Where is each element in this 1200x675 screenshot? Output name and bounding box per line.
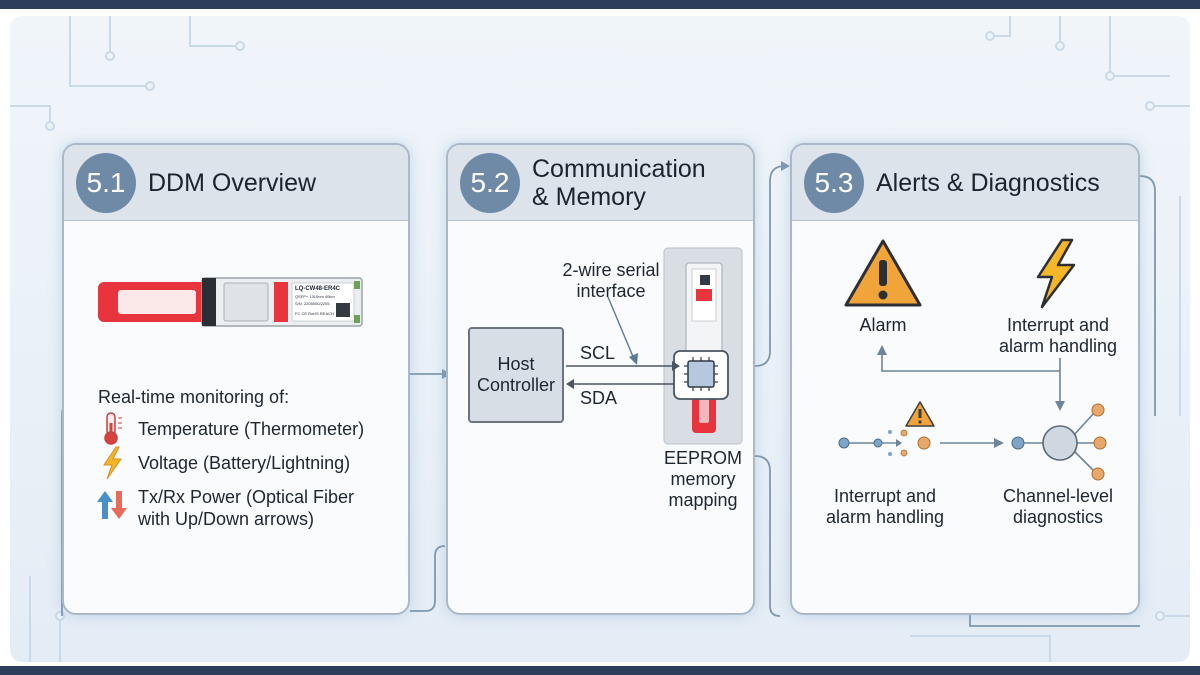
- interrupt-bottom-label-line2: alarm handling: [825, 507, 945, 527]
- panel-title-line1: Communication: [532, 155, 706, 183]
- interrupt-top-label-line1: Interrupt and: [1006, 315, 1110, 335]
- circuit-background: [10, 16, 1190, 662]
- panel-ddm-overview: 5.1 DDM Overview LQ-CW48-ER4C QSFP+ 1310…: [62, 143, 410, 615]
- interrupt-bottom-label-line1: Interrupt and: [833, 486, 937, 506]
- vertical-module: [685, 262, 723, 382]
- alarm-warning-icon: [844, 239, 922, 307]
- module-pull-tab: [692, 381, 716, 433]
- diagnostics-label-line1: Channel-level: [1002, 486, 1114, 506]
- eeprom-label-line3: mapping: [668, 490, 738, 510]
- interface-label-line1: 2-wire serial: [562, 260, 660, 280]
- module-marks-text: FC CE RoHS REACH: [295, 311, 334, 316]
- module-serial-text: S/N: 2205000/2205: [295, 301, 330, 306]
- interrupt-top-label-line2: alarm handling: [998, 336, 1118, 356]
- host-controller-label-line1: Host: [497, 354, 535, 374]
- bottom-bar: [0, 666, 1200, 675]
- eeprom-label-line2: memory: [670, 469, 736, 489]
- host-controller-label-line2: Controller: [476, 375, 556, 395]
- voltage-label: Voltage (Battery/Lightning): [138, 453, 351, 473]
- eeprom-chip-frame: [673, 350, 729, 400]
- monitoring-heading: Real-time monitoring of:: [98, 387, 290, 407]
- temperature-label: Temperature (Thermometer): [138, 419, 365, 439]
- small-warning-icon: [905, 401, 935, 427]
- eeprom-chip: [687, 360, 715, 388]
- eeprom-label-line1: EEPROM: [663, 448, 742, 468]
- tx-rx-power-label-line2: with Up/Down arrows): [138, 509, 315, 529]
- alarm-label: Alarm: [859, 315, 907, 335]
- panel-title: DDM Overview: [148, 169, 317, 197]
- interrupt-flow-icon: [838, 429, 931, 457]
- section-number-badge: 5.2: [460, 153, 520, 213]
- panel-title: Alerts & Diagnostics: [876, 169, 1100, 197]
- section-number-badge: 5.1: [76, 153, 136, 213]
- section-number-badge: 5.3: [804, 153, 864, 213]
- module-model-text: LQ-CW48-ER4C: [295, 286, 341, 292]
- diagnostics-label-line2: diagnostics: [1012, 507, 1104, 527]
- tx-rx-power-label-line1: Tx/Rx Power (Optical Fiber: [138, 487, 355, 507]
- diagram-canvas: 5.1 DDM Overview LQ-CW48-ER4C QSFP+ 1310…: [10, 16, 1190, 662]
- interface-label-line2: interface: [576, 281, 646, 301]
- panel-communication-memory: 5.2 Communication & Memory 2-wire serial…: [446, 143, 755, 615]
- host-controller-box: [468, 327, 564, 423]
- panel-header: 5.3 Alerts & Diagnostics: [792, 145, 1138, 221]
- channel-hub-icon: [1011, 403, 1107, 481]
- module-spec-text: QSFP+ 1310nm 40km: [295, 294, 335, 299]
- sda-label: SDA: [580, 388, 618, 408]
- panel-alerts-diagnostics: 5.3 Alerts & Diagnostics: [790, 143, 1140, 615]
- top-bar: [0, 0, 1200, 9]
- panel-title-line2: & Memory: [532, 183, 646, 211]
- module-pull-tab: [98, 282, 208, 322]
- panel-header: 5.2 Communication & Memory: [448, 145, 753, 221]
- scl-label: SCL: [580, 343, 616, 363]
- panel-header: 5.1 DDM Overview: [64, 145, 408, 221]
- interrupt-lightning-icon: [1036, 238, 1076, 309]
